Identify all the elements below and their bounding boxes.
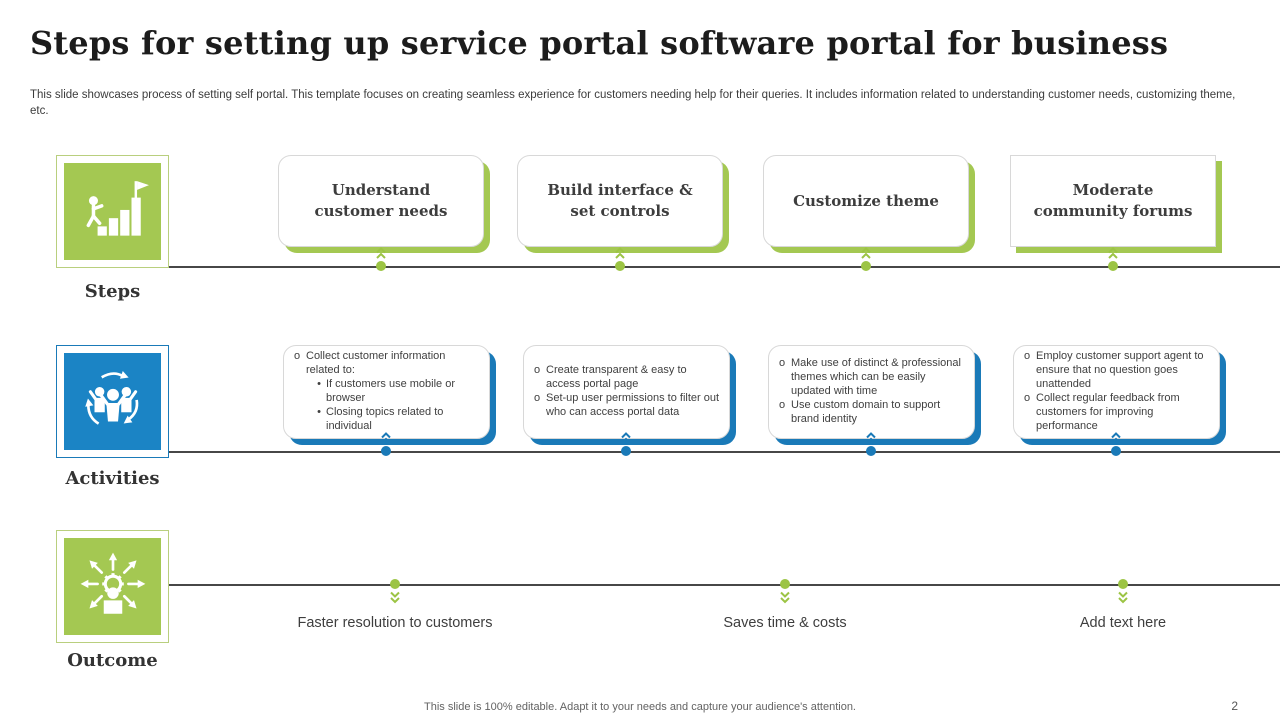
activities-timeline: [168, 451, 1280, 453]
activity-box-support: o Employ customer support agent to ensur…: [1013, 345, 1220, 439]
chevron-up-icon: [615, 247, 625, 259]
chevron-down-icon: [390, 591, 400, 604]
outcome-timeline: [168, 584, 1280, 586]
connector-dot: [866, 446, 876, 456]
step-box-build-interface: Build interface & set controls: [517, 155, 723, 247]
activity-item: o Set-up user permissions to filter out …: [528, 392, 721, 420]
chevron-up-icon: [1111, 432, 1121, 444]
activity-text: Collect regular feedback from customers …: [1036, 392, 1180, 432]
step-box-moderate-forums: Moderate community forums: [1010, 155, 1216, 247]
step-box-customize-theme: Customize theme: [763, 155, 969, 247]
chevron-up-icon: [866, 432, 876, 444]
outcome-row-label: Outcome: [67, 650, 158, 671]
editable-note: This slide is 100% editable. Adapt it to…: [424, 701, 856, 713]
chevron-up-icon: [1108, 247, 1118, 259]
climb-stairs-flag-icon: [64, 163, 161, 260]
connector-dot: [615, 261, 625, 271]
activity-subitem: • Closing topics related to individual: [312, 406, 481, 434]
steps-icon-tile: [56, 155, 169, 268]
connector-dot: [1108, 261, 1118, 271]
sub-bullet-marker: •: [317, 405, 321, 418]
activities-row-label: Activities: [65, 468, 160, 489]
activities-icon-tile: [56, 345, 169, 458]
bullet-marker: o: [1023, 350, 1031, 363]
outcome-text-saves-time: Saves time & costs: [723, 615, 847, 631]
page-title: Steps for setting up service portal soft…: [30, 24, 1169, 62]
activity-item: o Collect customer information related t…: [288, 350, 481, 378]
sub-bullet-marker: •: [317, 378, 321, 391]
outcome-text-faster-resolution: Faster resolution to customers: [297, 615, 493, 631]
connector-dot: [381, 446, 391, 456]
outcome-text-placeholder: Add text here: [1079, 615, 1167, 631]
connector-dot: [861, 261, 871, 271]
step-box-title: Understand customer needs: [314, 181, 448, 220]
activity-item: o Create transparent & easy to access po…: [528, 364, 721, 392]
activity-box-portal-page: o Create transparent & easy to access po…: [523, 345, 730, 439]
chevron-up-icon: [376, 247, 386, 259]
outcome-icon-tile: [56, 530, 169, 643]
activity-item: o Collect regular feedback from customer…: [1018, 392, 1211, 434]
chevron-up-icon: [621, 432, 631, 444]
connector-dot: [1111, 446, 1121, 456]
connector-dot: [376, 261, 386, 271]
steps-timeline: [168, 266, 1280, 268]
chevron-down-icon: [780, 591, 790, 604]
step-box-understand-customer-needs: Understand customer needs: [278, 155, 484, 247]
connector-dot: [1118, 579, 1128, 589]
activity-text: Use custom domain to support brand ident…: [791, 398, 941, 425]
page-number: 2: [1231, 699, 1238, 713]
chevron-up-icon: [861, 247, 871, 259]
bullet-marker: o: [293, 350, 301, 363]
connector-dot: [621, 446, 631, 456]
step-box-title: Build interface & set controls: [547, 181, 693, 220]
activity-subitem: • If customers use mobile or browser: [312, 378, 481, 406]
activity-item: o Make use of distinct & professional th…: [773, 357, 966, 399]
bullet-marker: o: [533, 392, 541, 404]
activity-text: If customers use mobile or browser: [326, 378, 455, 404]
person-gear-arrows-icon: [64, 538, 161, 635]
activity-text: Employ customer support agent to ensure …: [1036, 350, 1204, 391]
bullet-marker: o: [778, 398, 786, 411]
connector-dot: [390, 579, 400, 589]
bullet-marker: o: [778, 357, 786, 370]
activity-box-themes: o Make use of distinct & professional th…: [768, 345, 975, 439]
activity-text: Collect customer information related to:: [306, 350, 446, 377]
connector-dot: [780, 579, 790, 589]
activity-text: Create transparent & easy to access port…: [546, 364, 687, 391]
step-box-title: Moderate community forums: [1033, 181, 1193, 220]
activity-text: Set-up user permissions to filter out wh…: [546, 392, 720, 418]
step-box-title: Customize theme: [793, 191, 939, 210]
slide-subtitle: This slide showcases process of setting …: [30, 89, 1236, 117]
people-cycle-icon: [64, 353, 161, 450]
chevron-down-icon: [1118, 591, 1128, 604]
activity-box-collect-info: o Collect customer information related t…: [283, 345, 490, 439]
activity-item: o Use custom domain to support brand ide…: [773, 399, 966, 427]
bullet-marker: o: [1023, 392, 1031, 404]
bullet-marker: o: [533, 364, 541, 377]
chevron-up-icon: [381, 432, 391, 444]
activity-text: Make use of distinct & professional them…: [791, 357, 961, 398]
activity-text: Closing topics related to individual: [326, 405, 444, 432]
steps-row-label: Steps: [84, 281, 141, 302]
activity-item: o Employ customer support agent to ensur…: [1018, 350, 1211, 392]
